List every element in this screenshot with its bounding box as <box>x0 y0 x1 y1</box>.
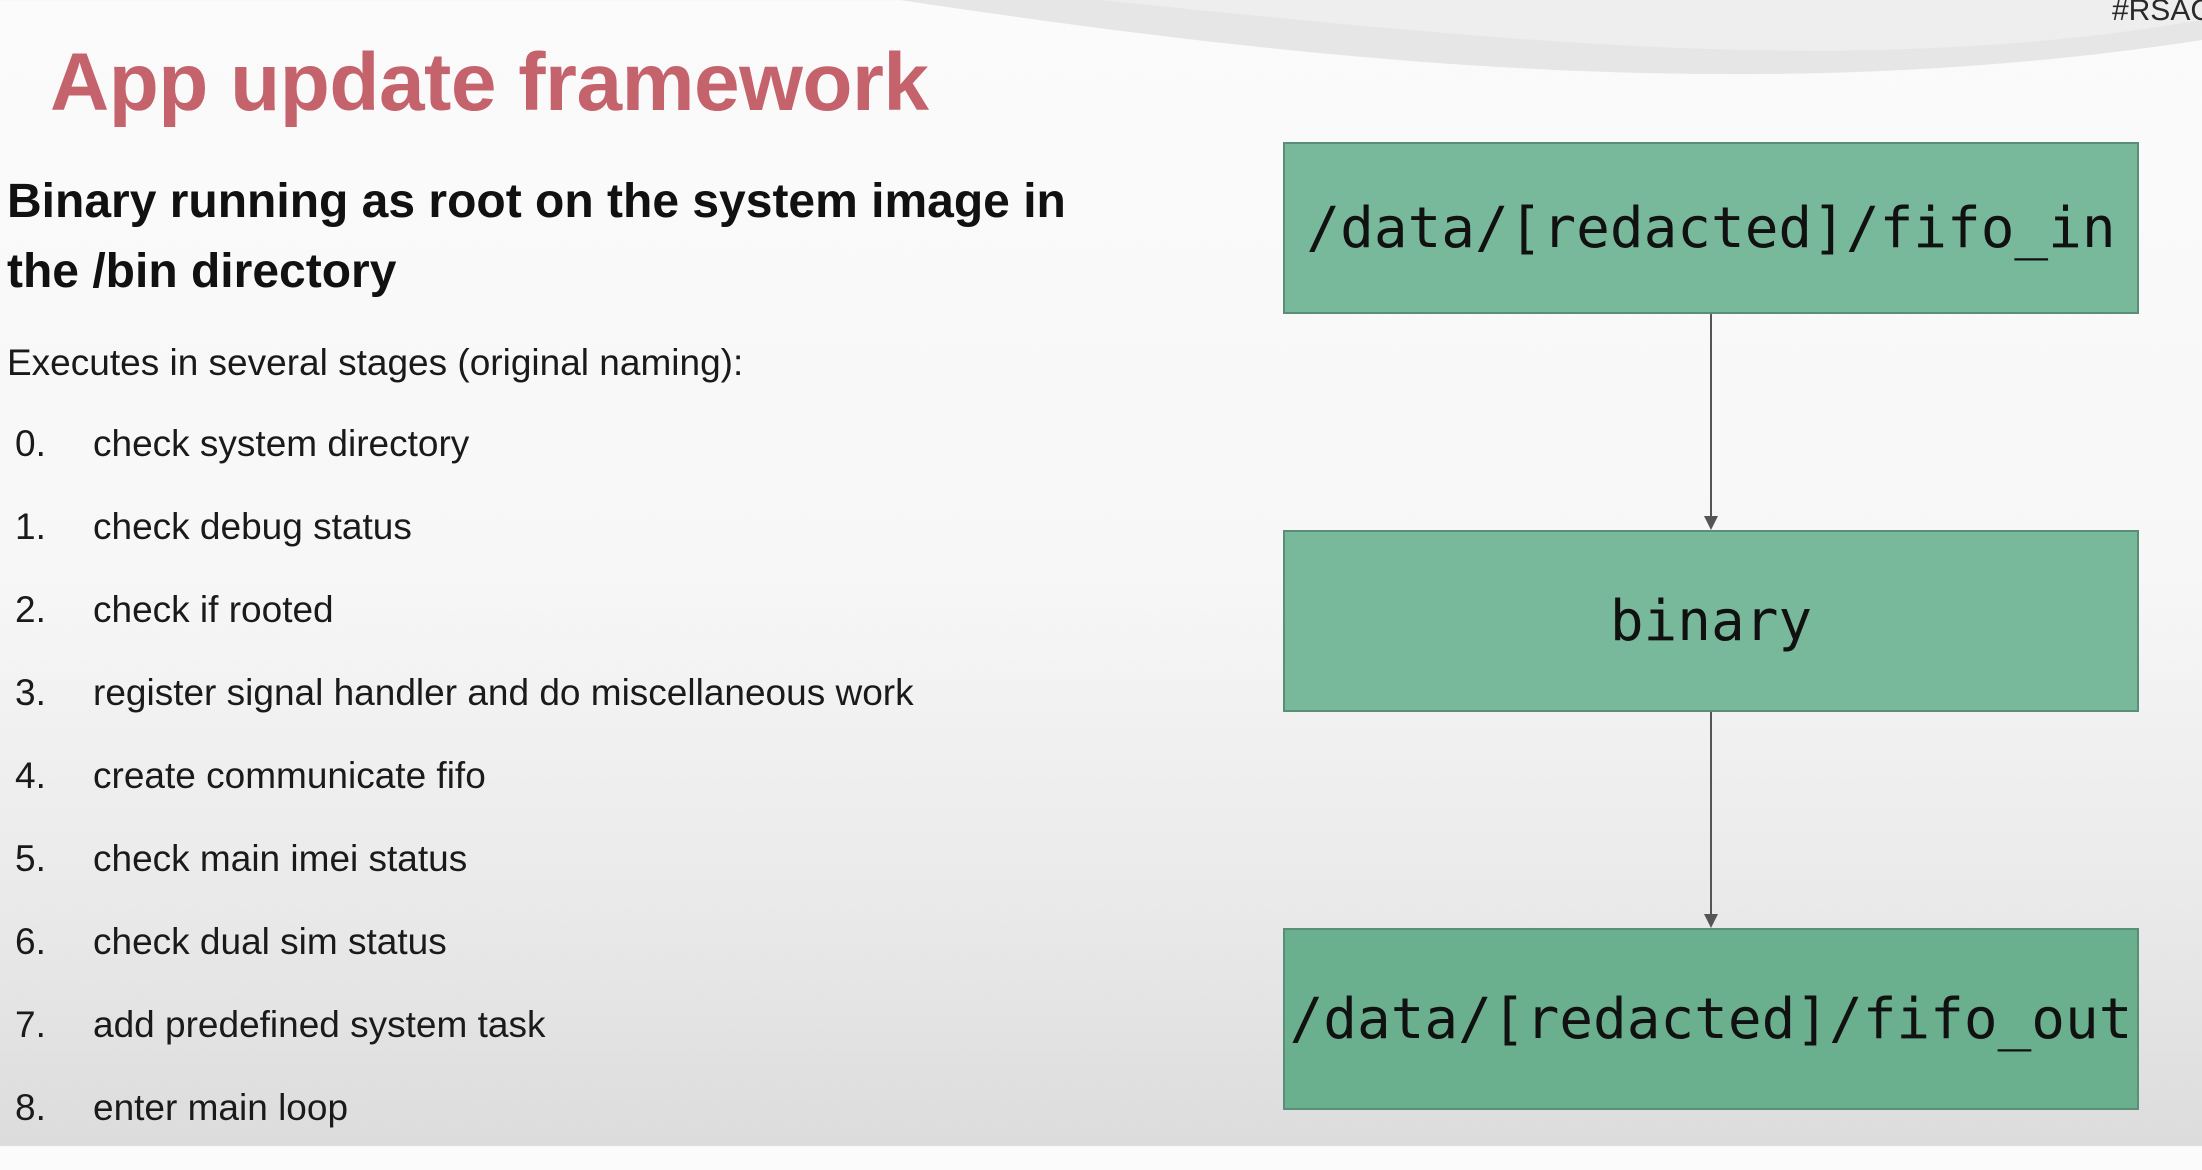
stage-number: 2. <box>15 589 46 630</box>
stage-number: 5. <box>15 838 46 879</box>
stage-label: add predefined system task <box>93 1004 546 1045</box>
stage-label: check dual sim status <box>93 921 447 962</box>
stage-number: 8. <box>15 1087 46 1128</box>
fifo-out-node: /data/[redacted]/fifo_out <box>1283 928 2139 1110</box>
fifo-out-label: /data/[redacted]/fifo_out <box>1289 986 2133 1052</box>
stages-intro: Executes in several stages (original nam… <box>7 342 744 383</box>
stage-number: 3. <box>15 672 46 713</box>
fifo-in-label: /data/[redacted]/fifo_in <box>1306 195 2116 261</box>
stage-item: 8. enter main loop <box>15 1087 914 1170</box>
arrowhead-binary <box>1704 516 1718 530</box>
stage-label: check debug status <box>93 506 412 547</box>
stage-label: check if rooted <box>93 589 334 630</box>
stage-item: 4. create communicate fifo <box>15 755 914 838</box>
fifo-flow-diagram: /data/[redacted]/fifo_in binary /data/[r… <box>1283 142 2139 1112</box>
stage-number: 1. <box>15 506 46 547</box>
stage-number: 4. <box>15 755 46 796</box>
stage-number: 0. <box>15 423 46 464</box>
event-hashtag: #RSAC <box>2111 0 2202 27</box>
stage-label: register signal handler and do miscellan… <box>93 672 914 713</box>
slide-subtitle: Binary running as root on the system ima… <box>7 175 1066 298</box>
fifo-in-node: /data/[redacted]/fifo_in <box>1283 142 2139 314</box>
stage-item: 2. check if rooted <box>15 589 914 672</box>
stage-item: 5. check main imei status <box>15 838 914 921</box>
stage-number: 6. <box>15 921 46 962</box>
stage-item: 7. add predefined system task <box>15 1004 914 1087</box>
stage-item: 6. check dual sim status <box>15 921 914 1004</box>
binary-node: binary <box>1283 530 2139 712</box>
stage-number: 7. <box>15 1004 46 1045</box>
stage-item: 1. check debug status <box>15 506 914 589</box>
stage-item: 3. register signal handler and do miscell… <box>15 672 914 755</box>
slide-title: App update framework <box>50 37 929 128</box>
stage-label: enter main loop <box>93 1087 349 1128</box>
stage-item: 0. check system directory <box>15 423 914 506</box>
stage-label: check system directory <box>93 423 470 464</box>
binary-label: binary <box>1609 588 1813 654</box>
header-swoosh-decoration <box>900 0 2202 75</box>
stage-label: create communicate fifo <box>93 755 486 796</box>
arrowhead-fifo-out <box>1704 914 1718 928</box>
flow-connectors <box>1704 314 1718 928</box>
stage-list: 0. check system directory 1. check debug s… <box>15 423 914 1170</box>
stage-label: check main imei status <box>93 838 468 879</box>
